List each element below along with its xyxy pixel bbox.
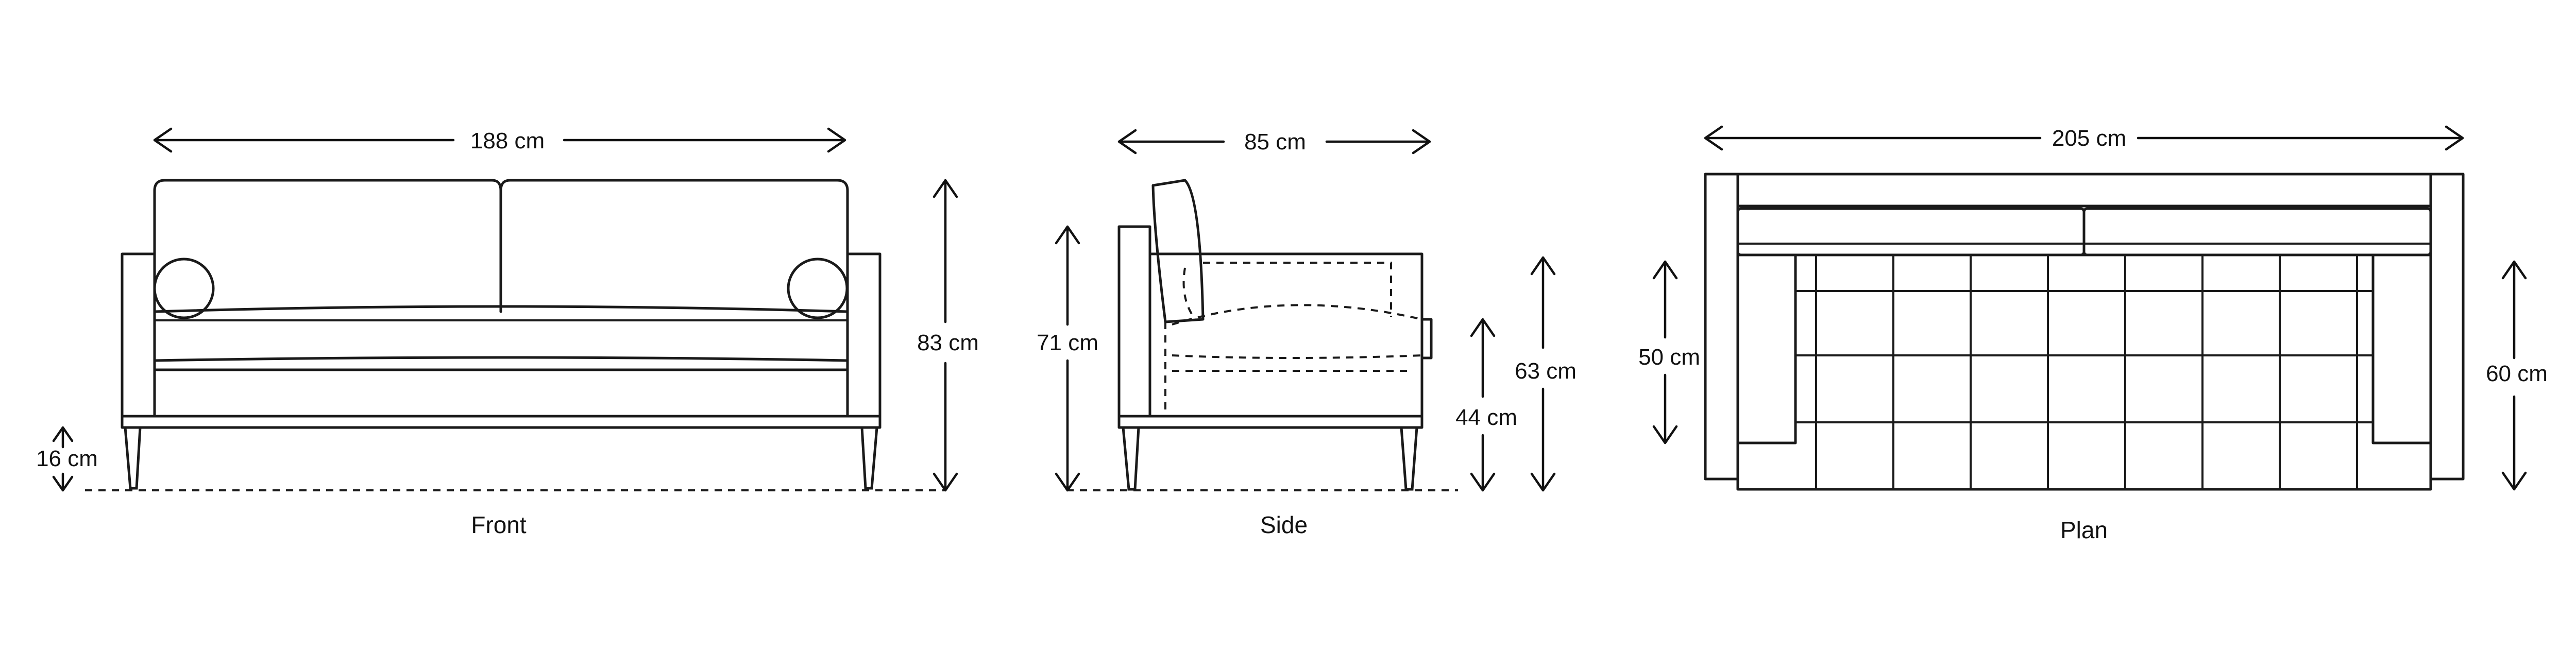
front-width-label: 188 cm [470,128,545,153]
plan-width-label: 205 cm [2052,126,2126,151]
side-back-cushion [1151,179,1205,323]
front-right-leg [860,426,878,490]
front-plinth [121,415,882,429]
plan-right-bolster [2371,253,2432,444]
plan-back-cushions [1736,207,2432,256]
side-depth-dimension: 85 cm [1117,129,1431,155]
plan-right-arm [2429,173,2465,481]
plan-seat-depth-label: 50 cm [1638,345,1700,370]
front-leg-height-dimension: 16 cm [36,426,98,492]
front-back-cushions [153,179,849,313]
plan-overall-depth-dimension: 60 cm [2486,260,2548,491]
side-front-leg [1400,426,1418,491]
plan-width-dimension: 205 cm [1704,125,2464,151]
front-leg-height-label: 16 cm [36,446,98,471]
side-arm-height-dimension: 71 cm [1037,225,1098,492]
plan-left-arm [1704,173,1739,481]
side-view: 85 cm 71 cm [1037,129,1577,538]
front-base-panel [153,368,849,418]
side-seat-edge [1420,318,1433,360]
front-view-title: Front [471,511,527,538]
side-back-height-label: 63 cm [1515,358,1577,384]
front-seat-cushion [153,305,849,371]
side-seat-height-label: 44 cm [1455,405,1517,430]
side-plinth [1117,415,1423,429]
front-left-arm [121,252,156,418]
side-depth-label: 85 cm [1244,129,1306,155]
plan-left-bolster [1736,253,1797,444]
plan-view-title: Plan [2060,517,2108,543]
front-height-label: 83 cm [917,330,979,355]
plan-back-rail [1736,173,2432,208]
front-left-bolster [153,258,215,319]
side-arm-height-label: 71 cm [1037,330,1098,355]
side-arm-back [1117,225,1151,418]
front-view: 188 cm 83 cm [36,127,979,538]
plan-view: 205 cm [1638,125,2548,543]
front-right-bolster [787,258,849,319]
side-back-leg [1122,426,1140,491]
front-left-leg [124,426,142,490]
side-back-height-dimension: 63 cm [1515,256,1577,492]
side-seat-height-dimension: 44 cm [1455,318,1517,492]
front-right-arm [846,252,882,418]
side-view-title: Side [1260,511,1308,538]
front-height-dimension: 83 cm [917,179,979,492]
side-hidden-lines [1164,262,1422,416]
plan-overall-depth-label: 60 cm [2486,361,2548,386]
plan-seat-grid [1736,253,2432,491]
front-width-dimension: 188 cm [153,127,846,153]
side-body [1148,252,1423,418]
plan-seat-depth-dimension: 50 cm [1638,260,1700,444]
